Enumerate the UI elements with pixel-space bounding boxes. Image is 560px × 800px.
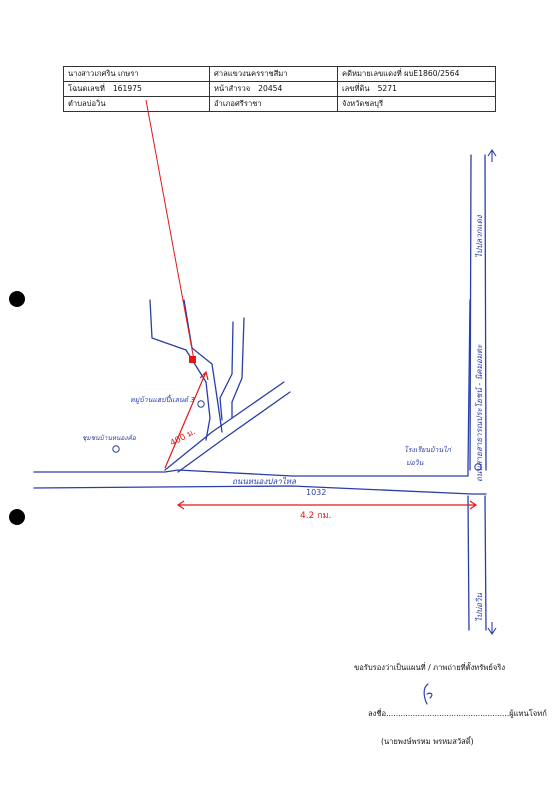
arrow-up-icon <box>487 149 497 162</box>
punch-hole-bottom <box>9 509 25 525</box>
main-road-bottom-edge <box>33 485 487 495</box>
highway-right-edge <box>484 154 487 471</box>
arrow-down-icon <box>487 622 497 635</box>
to-south-label: ไปบ่อวิน <box>474 593 484 622</box>
station-label: โรงเรียนบ้านไก่ <box>404 445 452 454</box>
signer-name: (นายพงษ์พรหม พรหมสวัสดิ์) <box>381 737 474 746</box>
village-label: หมู่บ้านแฮปปี้แลนด์ 3 <box>130 394 195 404</box>
signature-mark <box>423 683 433 705</box>
survey-page-value: 20454 <box>258 84 283 94</box>
main-road-top-edge <box>33 299 471 477</box>
soi-left-edge <box>149 299 211 441</box>
sign-dots: ........................................… <box>386 709 510 718</box>
main-road-label: ถนนหนองปลาไหล <box>232 476 297 486</box>
highway-label: ถนนสายสาธารณประโยชน์ - นิคมอมตะ <box>474 344 484 482</box>
survey-page-label: หน้าสำรวจ <box>214 84 251 94</box>
feeder-road-upper-edge <box>164 381 285 471</box>
branch-road-right-edge <box>231 317 245 419</box>
village-pin-icon <box>197 400 205 408</box>
punch-hole-top <box>9 291 25 307</box>
to-north-label: ไปปลวกแดง <box>474 214 484 258</box>
distance-short-label: 400 ม. <box>169 427 198 449</box>
land-number-value: 5271 <box>377 84 397 94</box>
deed-number-label: โฉนดเลขที่ <box>68 84 105 94</box>
table-row: นางสาวเกศริน เกษรา ศาลแขวงนครราชสีมา คดี… <box>63 66 496 82</box>
sign-prefix: ลงชื่อ <box>368 709 387 718</box>
signature-line: ลงชื่อ..................................… <box>368 708 547 720</box>
highway-left-edge-lower <box>467 495 470 631</box>
deed-pointer-line <box>145 99 195 361</box>
community-label: ชุมชนบ้านหนองค้อ <box>82 434 137 442</box>
land-number-label: เลขที่ดิน <box>342 84 370 94</box>
certification-statement: ขอรับรองว่าเป็นแผนที่ / ภาพถ่ายที่ตั้งทร… <box>354 663 506 672</box>
road-number-label: 1032 <box>306 488 326 497</box>
distance-arrow-soi-icon <box>164 370 209 469</box>
station-sub-label: บ่อวิน <box>406 459 424 467</box>
deed-number-value: 161975 <box>112 84 142 94</box>
table-row: ตำบลบ่อวิน อำเภอศรีราชา จังหวัดชลบุรี <box>63 96 496 112</box>
highway-left-edge <box>469 154 472 471</box>
soi-right-edge <box>183 299 223 433</box>
feeder-road-lower-edge <box>177 391 291 473</box>
station-pin-icon <box>474 463 482 471</box>
community-pin-icon <box>112 445 120 453</box>
highway-right-edge-lower <box>484 495 487 631</box>
property-info-table: นางสาวเกศริน เกษรา ศาลแขวงนครราชสีมา คดี… <box>63 66 496 112</box>
branch-road-left-edge <box>219 321 234 421</box>
distance-long-label: 4.2 กม. <box>300 511 331 521</box>
district-cell: อำเภอศรีราชา <box>209 96 338 112</box>
property-marker-icon <box>189 356 196 363</box>
sign-role: ผู้แทนโจทก์ <box>509 709 547 718</box>
province-cell: จังหวัดชลบุรี <box>337 96 496 112</box>
distance-arrow-road-icon <box>176 500 478 510</box>
